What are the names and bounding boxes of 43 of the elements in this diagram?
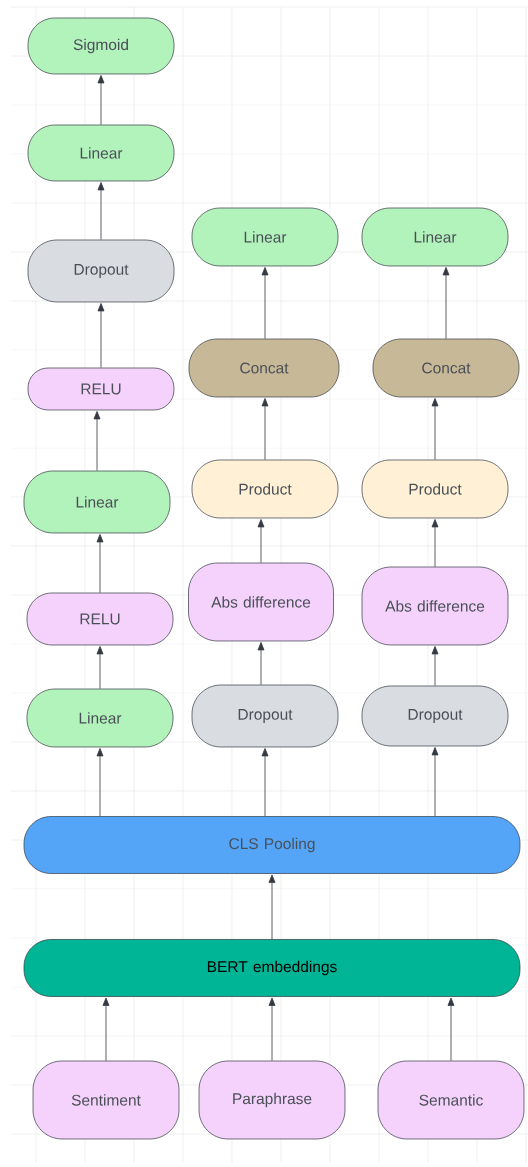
arrow	[268, 874, 276, 940]
arrow	[447, 997, 455, 1062]
layer-box: Linear	[26, 688, 174, 748]
arrow	[97, 303, 105, 369]
arrow	[96, 646, 104, 690]
input-box: Paraphrase	[198, 1060, 346, 1140]
arrow	[96, 748, 104, 817]
layer-box: Product	[191, 459, 339, 519]
arrow	[93, 411, 101, 472]
layer-bar: BERT embeddings	[23, 939, 521, 997]
layer-box: Linear	[23, 470, 171, 534]
layer-box: Dropout	[27, 239, 175, 303]
arrow	[431, 519, 439, 568]
layer-bar: CLS Pooling	[23, 816, 521, 874]
layer-box: Abs difference	[188, 562, 334, 642]
arrow	[268, 997, 276, 1062]
arrow	[261, 748, 269, 817]
arrow	[257, 519, 265, 564]
layer-box: RELU	[26, 592, 174, 646]
layer-box: Linear	[191, 207, 339, 267]
layer-box: Linear	[361, 207, 509, 267]
layer-box: Dropout	[191, 684, 339, 748]
arrow	[431, 747, 439, 817]
layer-box: Abs difference	[361, 566, 509, 646]
layer-box: RELU	[27, 367, 175, 411]
layer-box: Concat	[372, 338, 520, 398]
arrow	[261, 398, 269, 461]
arrow	[96, 534, 104, 594]
arrow	[431, 398, 439, 461]
arrow	[97, 75, 105, 126]
layer-box: Dropout	[361, 685, 509, 747]
arrow	[97, 182, 105, 241]
layer-box: Sigmoid	[27, 17, 175, 75]
arrow	[102, 997, 110, 1062]
arrow	[431, 646, 439, 687]
layer-box: Concat	[188, 338, 340, 398]
layer-box: Linear	[27, 124, 175, 182]
input-box: Semantic	[377, 1060, 525, 1140]
layer-box: Product	[361, 459, 509, 519]
arrow	[442, 267, 450, 340]
arrow	[261, 267, 269, 340]
input-box: Sentiment	[32, 1060, 180, 1140]
arrow	[257, 642, 265, 686]
